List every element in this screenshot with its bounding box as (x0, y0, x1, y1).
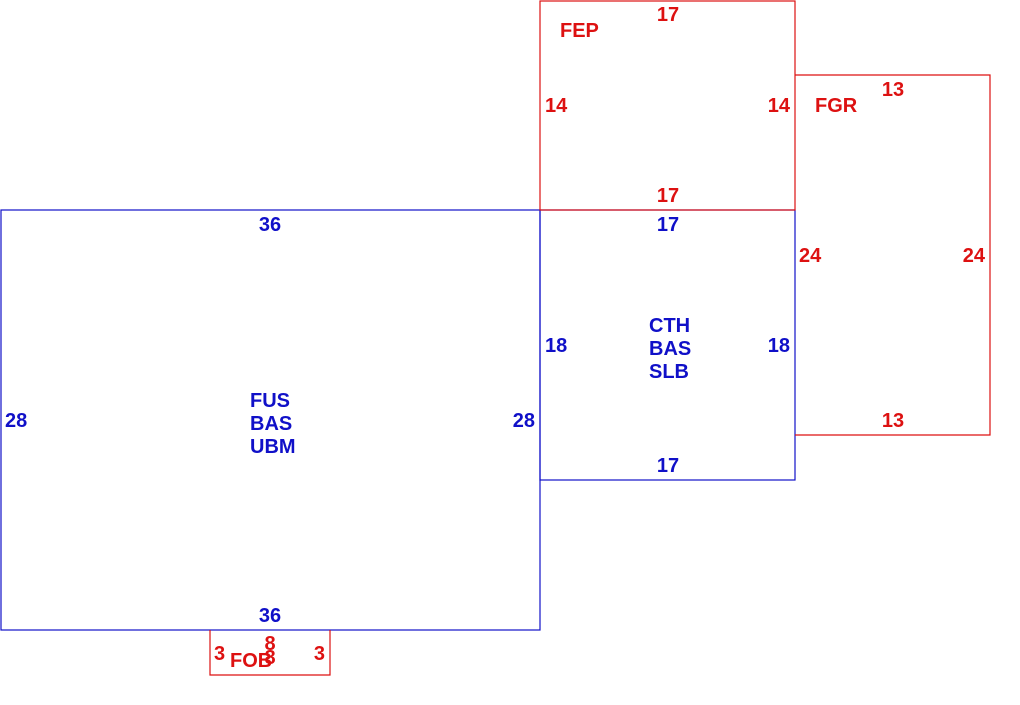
fob-dim-inner: 8 (264, 647, 275, 669)
area-cth: 17 17 18 18 CTH BAS SLB (539, 209, 796, 481)
fep-dim-top: 17 (657, 4, 679, 26)
fob-dim-top: 8 (264, 633, 275, 655)
area-fob: 8 8 3 3 FOB (209, 630, 331, 676)
fus-code-2: BAS (250, 413, 292, 435)
fep-code: FEP (560, 20, 599, 42)
fgr-dim-top: 13 (882, 79, 904, 101)
fob-dim-left: 3 (214, 643, 225, 665)
cth-dim-right: 18 (768, 335, 790, 357)
fus-dim-left: 28 (5, 410, 27, 432)
cth-code-3: SLB (649, 361, 689, 383)
cth-code-1: CTH (649, 315, 690, 337)
cth-dim-top: 17 (657, 214, 679, 236)
fus-dim-bottom: 36 (259, 605, 281, 627)
fgr-dim-left: 24 (799, 245, 822, 267)
area-fus: 36 36 28 28 FUS BAS UBM (0, 209, 541, 631)
fgr-dim-right: 24 (963, 245, 986, 267)
cth-dim-left: 18 (545, 335, 567, 357)
cth-dim-bottom: 17 (657, 455, 679, 477)
fep-dim-left: 14 (545, 95, 568, 117)
area-fep: 17 17 14 14 FEP (539, 0, 796, 211)
fep-dim-bottom: 17 (657, 185, 679, 207)
fep-dim-right: 14 (768, 95, 791, 117)
fus-code-1: FUS (250, 390, 290, 412)
area-fob-outline (209, 630, 331, 676)
fgr-code: FGR (815, 95, 858, 117)
area-fgr: 13 13 24 24 FGR (795, 74, 991, 436)
area-fep-outline (539, 0, 796, 211)
fgr-dim-bottom: 13 (882, 410, 904, 432)
area-fgr-outline (795, 74, 991, 436)
fus-dim-right: 28 (513, 410, 535, 432)
cth-code-2: BAS (649, 338, 691, 360)
fus-dim-top: 36 (259, 214, 281, 236)
fob-dim-right: 3 (314, 643, 325, 665)
fob-code: FOB (230, 650, 272, 672)
fus-code-3: UBM (250, 436, 296, 458)
